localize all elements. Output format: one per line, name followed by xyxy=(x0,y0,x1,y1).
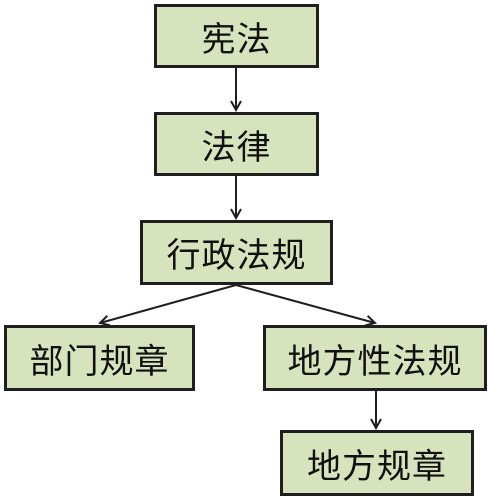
arrow-administrative-regulations-to-departmental-rules xyxy=(100,284,237,323)
node-local-rules: 地方规章 xyxy=(280,430,474,496)
node-local-regulations: 地方性法规 xyxy=(263,325,487,391)
node-law: 法律 xyxy=(154,112,319,176)
arrow-administrative-regulations-to-local-regulations xyxy=(235,284,375,323)
node-departmental-rules: 部门规章 xyxy=(4,325,195,391)
node-administrative-regulations: 行政法规 xyxy=(140,220,333,285)
node-constitution: 宪法 xyxy=(154,4,319,68)
